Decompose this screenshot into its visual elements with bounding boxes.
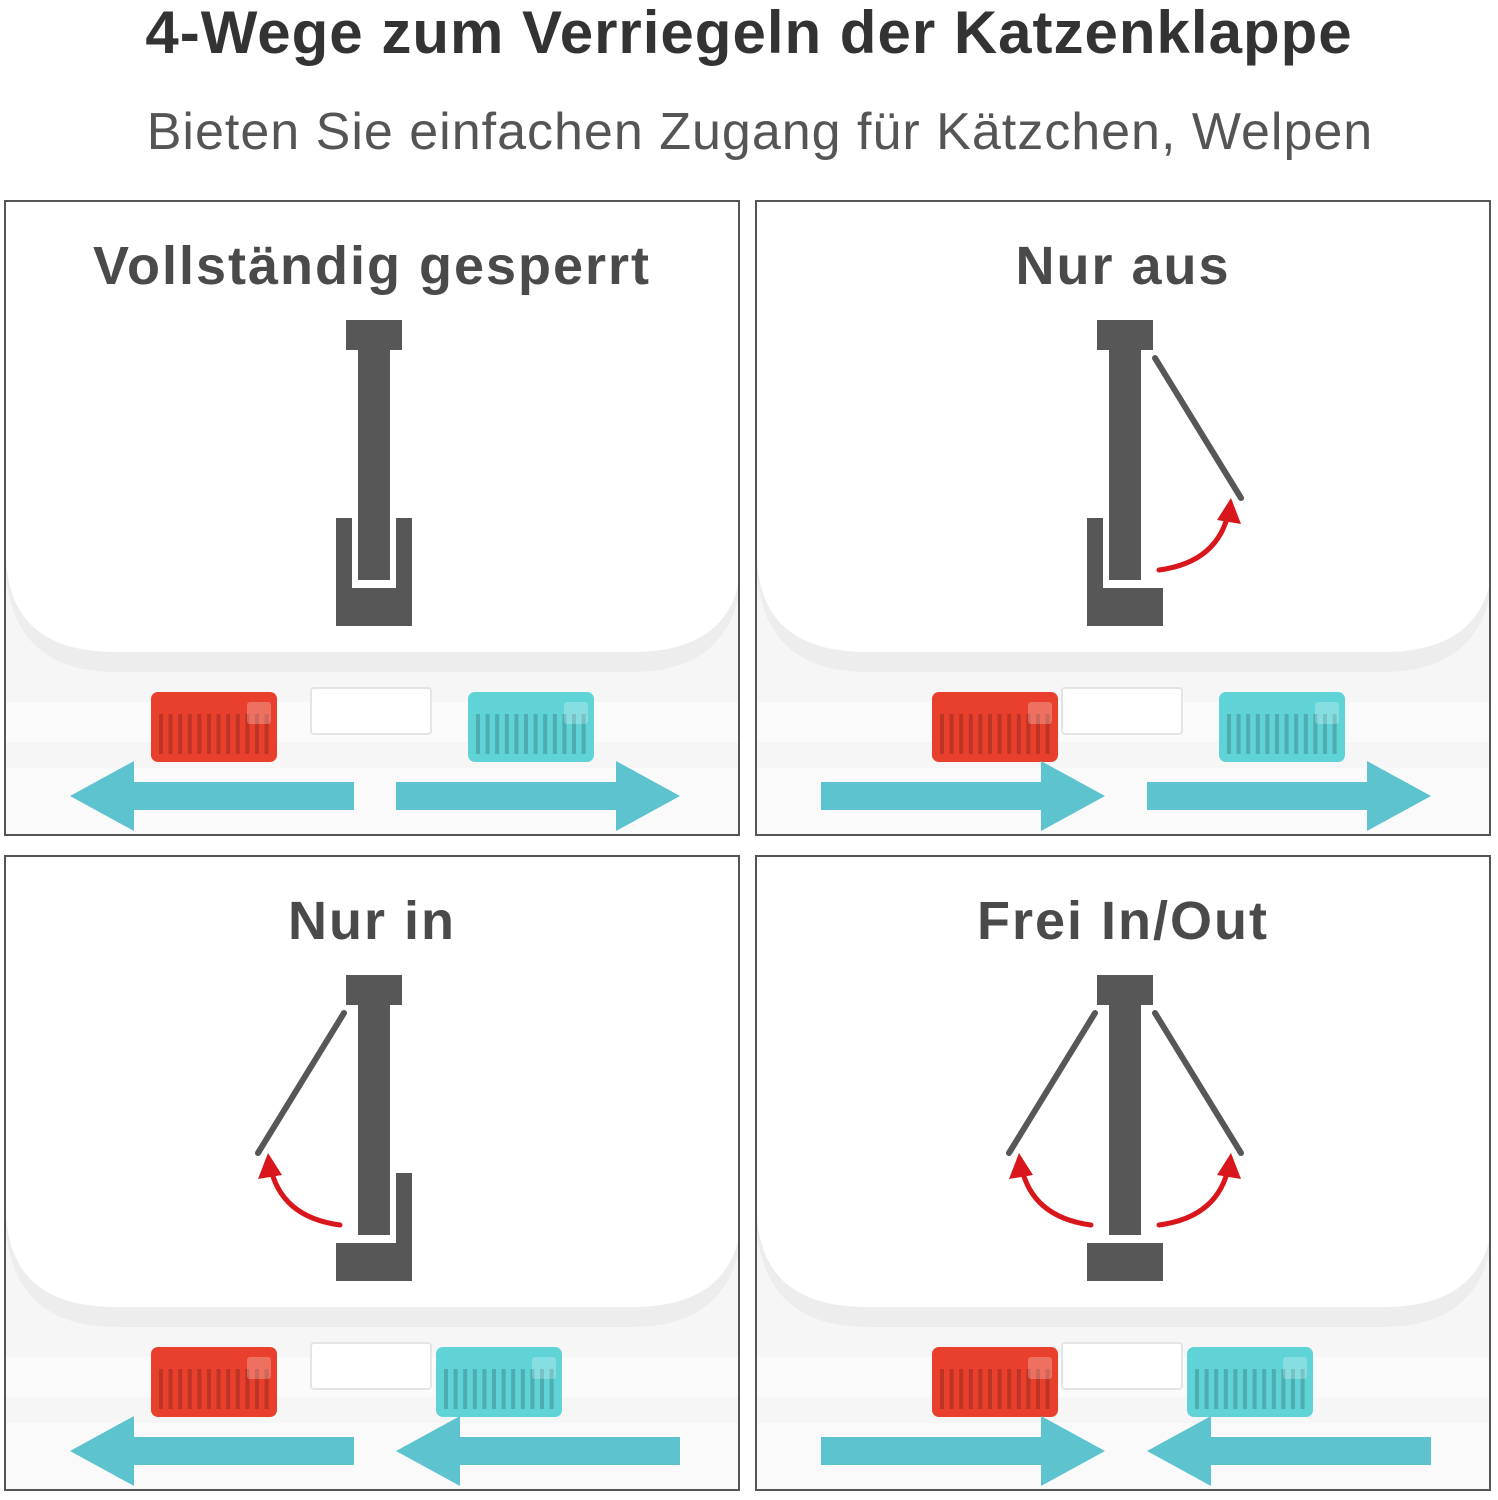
flap-diagram	[6, 975, 738, 1489]
flap-swing-in-line	[255, 1010, 347, 1156]
red-slider-icon	[932, 1347, 1058, 1417]
red-slider-icon	[151, 1347, 277, 1417]
swing-in-arrow-icon	[258, 1153, 343, 1228]
latch	[336, 1173, 412, 1281]
blue-slider-direction-arrow	[396, 1416, 680, 1486]
panel-title: Frei In/Out	[977, 891, 1269, 951]
red-slider-icon	[151, 692, 277, 762]
blue-slider-icon	[1187, 1347, 1313, 1417]
panel-title: Nur aus	[1015, 236, 1231, 296]
panel-title: Vollständig gesperrt	[92, 236, 652, 296]
swing-in-arrow-icon	[1009, 1153, 1094, 1228]
latch	[336, 518, 412, 626]
slider-divider	[1061, 1342, 1183, 1390]
panel-free: Frei In/Out	[755, 855, 1491, 1491]
page-title: 4-Wege zum Verriegeln der Katzenklappe	[145, 0, 1353, 66]
flap-swing-in-line	[1006, 1010, 1098, 1156]
blue-slider-icon	[1219, 692, 1345, 762]
panel-in-only: Nur in	[4, 855, 740, 1491]
flap-post	[358, 320, 390, 580]
flap-swing-out-line	[1152, 355, 1244, 501]
panel-out-only: Nur aus	[755, 200, 1491, 836]
red-slider-direction-arrow	[70, 1416, 354, 1486]
slider-divider	[310, 687, 432, 735]
blue-slider-icon	[436, 1347, 562, 1417]
page-subtitle: Bieten Sie einfachen Zugang für Kätzchen…	[146, 103, 1374, 161]
blue-slider-icon	[468, 692, 594, 762]
blue-slider-direction-arrow	[1147, 1416, 1431, 1486]
flap-post	[1109, 320, 1141, 580]
red-slider-direction-arrow	[821, 761, 1105, 831]
red-slider-direction-arrow	[70, 761, 354, 831]
flap-swing-out-line	[1152, 1010, 1244, 1156]
flap-diagram	[757, 320, 1489, 834]
slider-divider	[1061, 687, 1183, 735]
blue-slider-direction-arrow	[1147, 761, 1431, 831]
flap-post	[358, 975, 390, 1235]
panel-title: Nur in	[288, 891, 456, 951]
latch	[1087, 1243, 1163, 1281]
slider-divider	[310, 1342, 432, 1390]
swing-out-arrow-icon	[1156, 1153, 1241, 1228]
latch	[1087, 518, 1163, 626]
flap-diagram	[6, 320, 738, 834]
flap-diagram	[757, 975, 1489, 1489]
blue-slider-direction-arrow	[396, 761, 680, 831]
panel-locked: Vollständig gesperrt	[4, 200, 740, 836]
swing-out-arrow-icon	[1156, 498, 1241, 573]
red-slider-icon	[932, 692, 1058, 762]
flap-post	[1109, 975, 1141, 1235]
red-slider-direction-arrow	[821, 1416, 1105, 1486]
